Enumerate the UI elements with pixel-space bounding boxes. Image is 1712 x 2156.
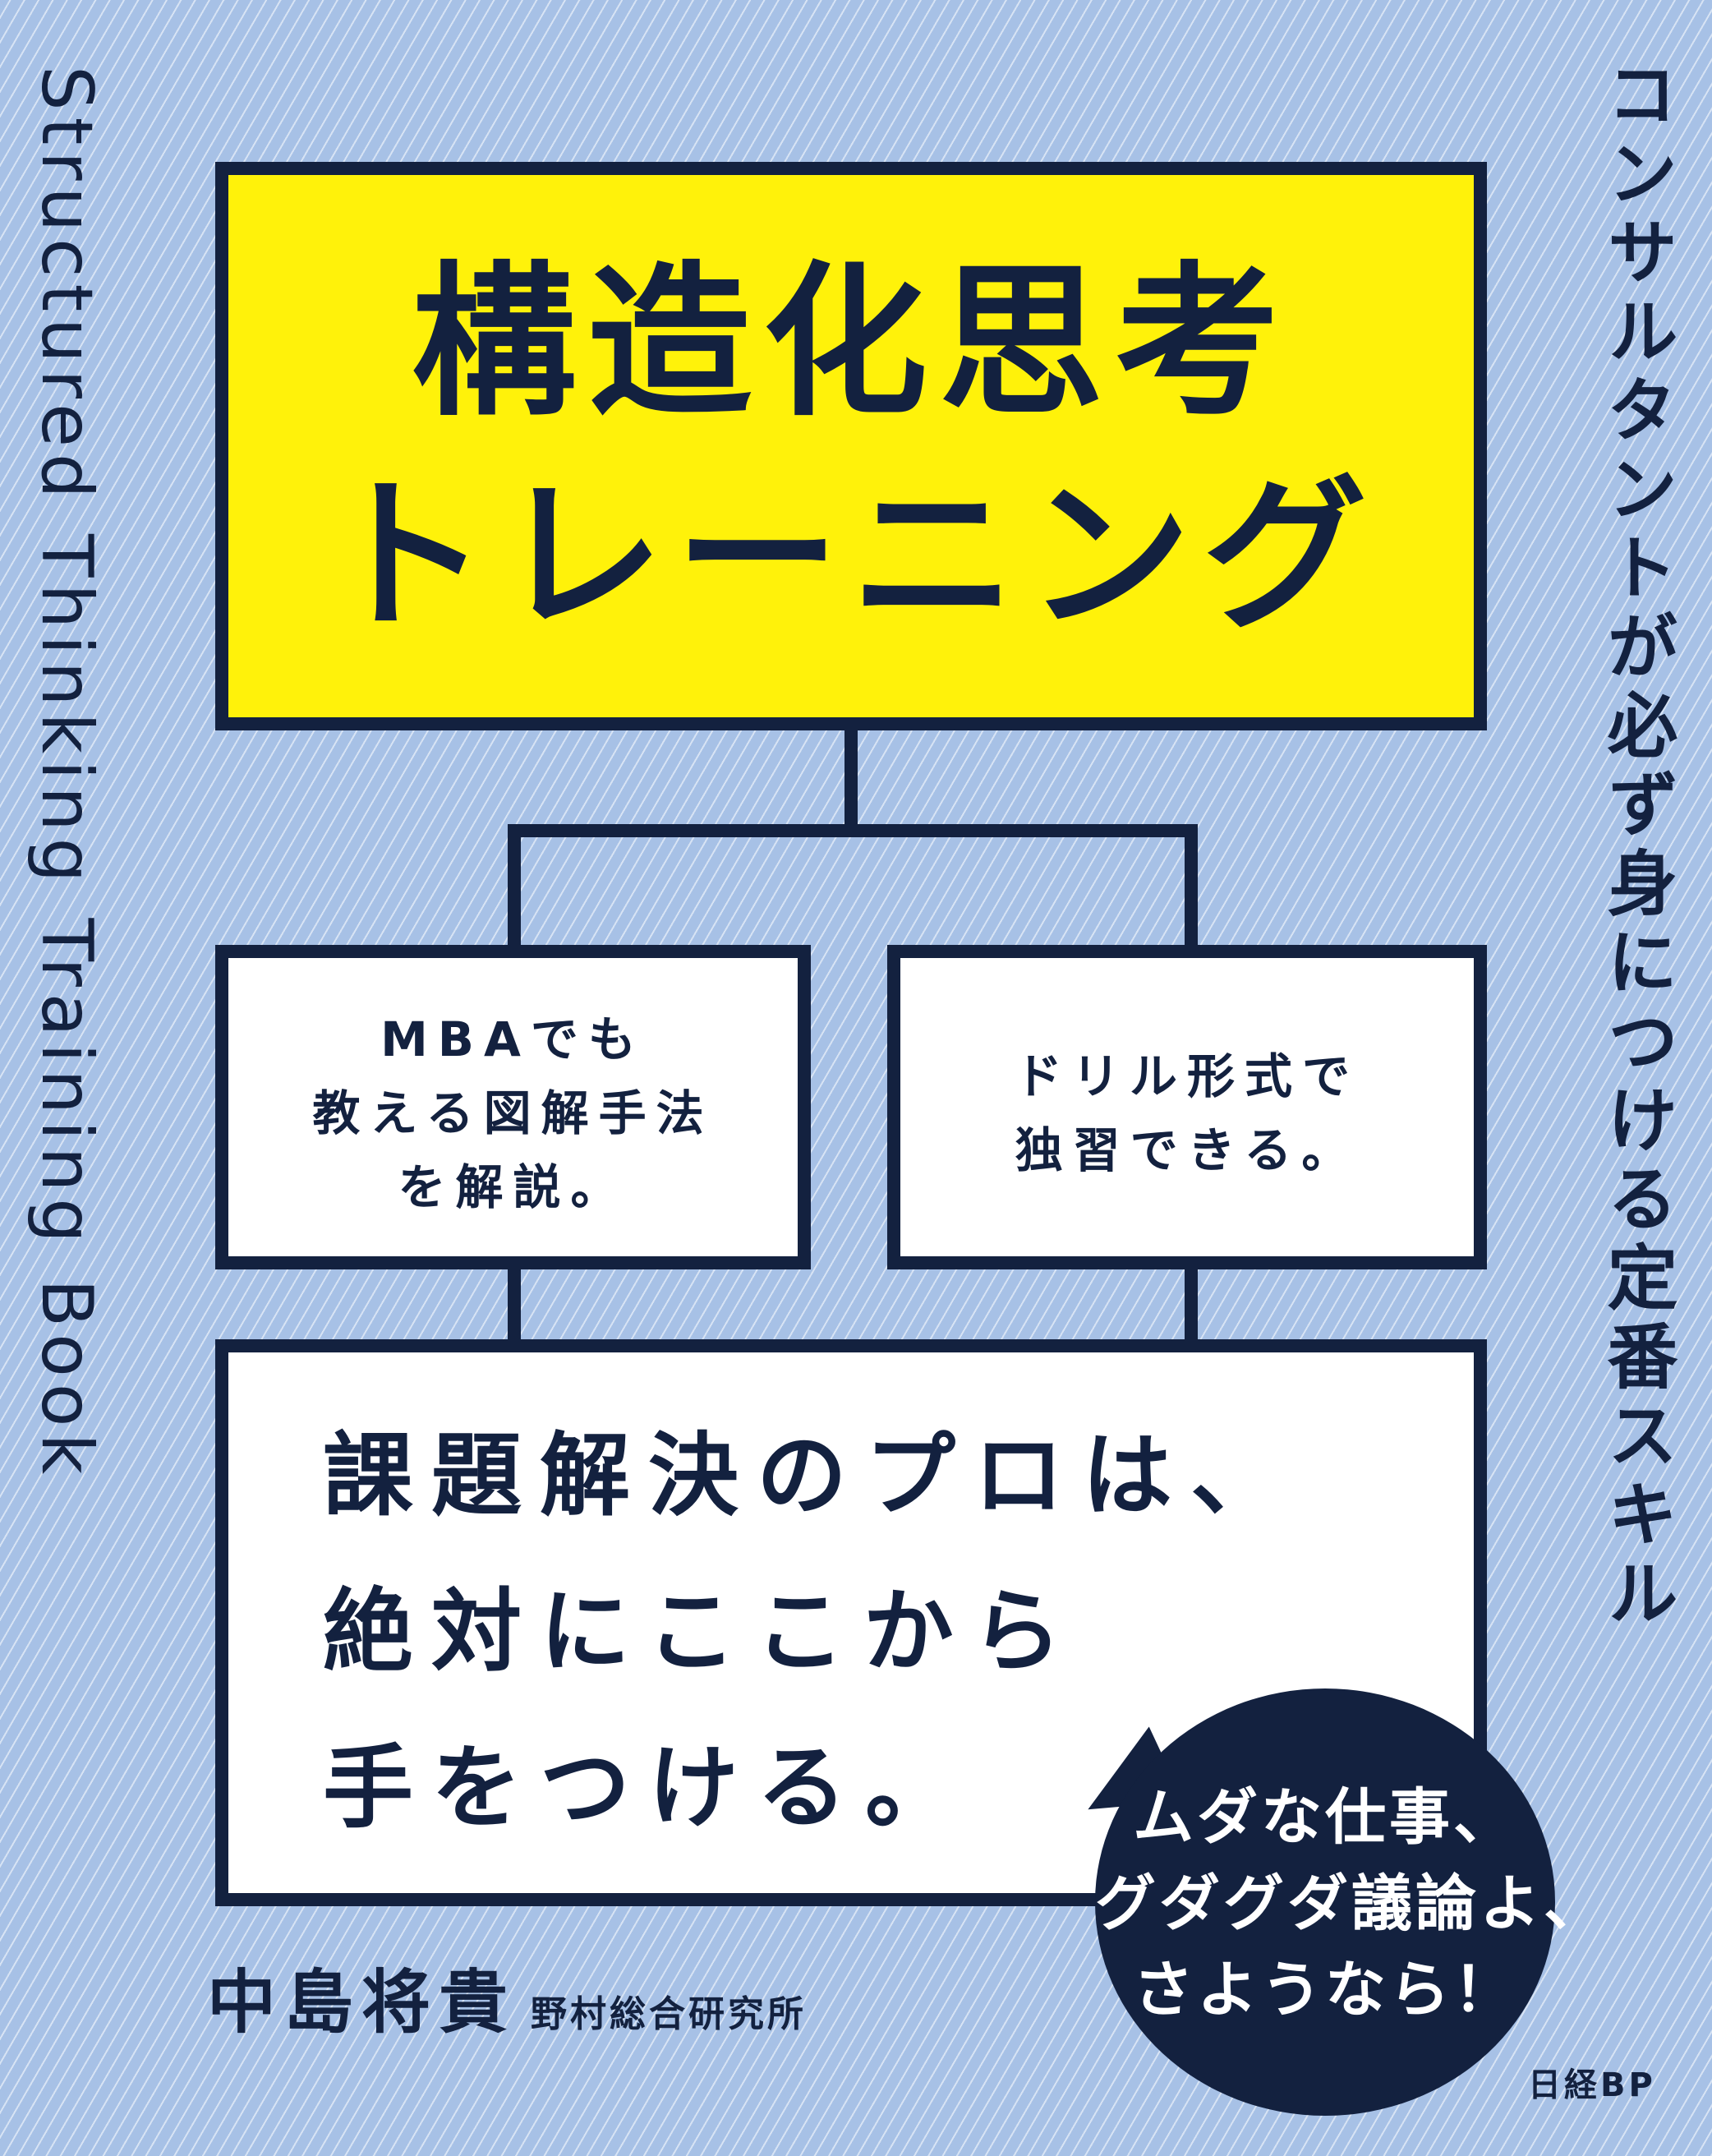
feature-left-line-3: を解説。 (398, 1159, 628, 1215)
author-affiliation: 野村総合研究所 (531, 1993, 808, 2035)
feature-left-line-1: MBAでも (380, 1011, 646, 1067)
connector-left-drop (508, 824, 521, 947)
connector-right-lower (1185, 1269, 1198, 1342)
feature-right-line-2: 独習できる。 (1015, 1122, 1360, 1178)
bubble-line-2: グダグダ議論よ、 (1095, 1868, 1608, 1939)
bubble-line-3: さようなら！ (1133, 1955, 1517, 2025)
author-block: 中島将貴野村総合研究所 (207, 1968, 807, 2037)
speech-bubble: ムダな仕事、 グダグダ議論よ、 さようなら！ (1095, 1688, 1608, 2116)
connector-right-drop (1185, 824, 1198, 947)
english-title: Structured Thinking Training Book (25, 66, 108, 1481)
title-line-1: 構造化思考 (411, 247, 1291, 439)
feature-left-line-2: 教える図解手法 (312, 1085, 714, 1141)
main-message-line-2: 絶対にここから (323, 1579, 1080, 1684)
connector-left-lower (508, 1269, 521, 1342)
feature-box-left: MBAでも 教える図解手法 を解説。 (215, 945, 811, 1269)
connector-title-stem (844, 730, 858, 831)
feature-right-line-1: ドリル形式で (1014, 1048, 1360, 1104)
title-line-2: トレーニング (323, 461, 1378, 652)
catchphrase: コンサルタントが必ず身につける定番スキル (1595, 58, 1677, 1635)
main-message-box: 課題解決のプロは、 絶対にここから 手をつける。 (215, 1339, 1487, 1906)
feature-box-right: ドリル形式で 独習できる。 (887, 945, 1487, 1269)
connector-horizontal-top (508, 824, 1198, 837)
publisher-logo: 日経BP (1528, 2066, 1656, 2104)
bubble-line-1: ムダな仕事、 (1133, 1782, 1517, 1853)
author-name: 中島将貴 (207, 1962, 517, 2043)
main-message-line-1: 課題解決のプロは、 (323, 1423, 1299, 1528)
main-message-line-3: 手をつける。 (323, 1735, 973, 1840)
title-box: 構造化思考 トレーニング (215, 162, 1487, 730)
